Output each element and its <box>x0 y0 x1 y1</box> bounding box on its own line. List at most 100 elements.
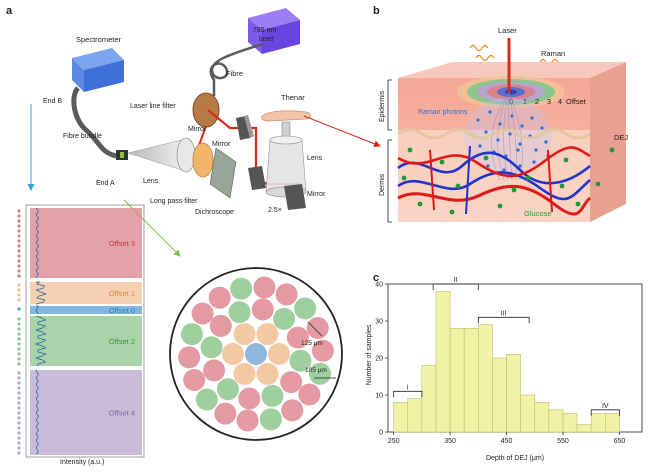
raman-label: Raman <box>541 49 565 58</box>
mirror-label-2: Mirror <box>212 141 231 148</box>
spectrum-fibre-dot <box>17 332 21 336</box>
spectrum-fibre-dot <box>17 441 21 445</box>
spectrum-fibre-dot <box>17 362 21 366</box>
raman-photon <box>502 168 506 172</box>
spectrum-fibre-dot <box>17 219 21 223</box>
dim-label-2: 105 μm <box>305 367 327 374</box>
skin-side <box>590 62 626 222</box>
histogram-xlabel: Depth of DEJ (μm) <box>486 455 544 462</box>
spectrum-xlabel: Intensity (a.u.) <box>60 459 104 466</box>
histogram-bar-7 <box>492 357 507 433</box>
fibre-core <box>233 323 256 346</box>
glucose-dot <box>609 147 615 153</box>
arrow-to-skin <box>303 115 381 148</box>
spectrum-band-1 <box>30 282 142 304</box>
spectrometer-label: Spectrometer <box>76 35 122 44</box>
panel-a-label: a <box>6 5 13 17</box>
lens-label-right: Lens <box>307 155 323 162</box>
lens-label-left: Lens <box>143 178 159 185</box>
glucose-dot <box>525 175 531 181</box>
spectrum-band-3 <box>30 316 142 366</box>
photon-path <box>497 91 510 181</box>
x-tick-label: 350 <box>444 438 456 445</box>
epidermis-bracket <box>387 79 392 131</box>
spectrum-fibre-dot <box>17 416 21 420</box>
collection-cone <box>126 139 183 171</box>
spectrum-fibre-dot <box>17 401 21 405</box>
histogram-bar-11 <box>548 409 564 433</box>
laser-wavelength-label: 785 nm <box>253 27 277 34</box>
offset-number-4: 4 <box>558 97 562 106</box>
fibre-core <box>256 323 279 346</box>
glucose-dot <box>401 175 407 181</box>
fibre-core <box>178 346 201 369</box>
raman-photon <box>530 116 534 120</box>
offset-rings <box>457 76 565 108</box>
offset-label: Offset <box>566 97 587 106</box>
raman-photon <box>544 140 548 144</box>
fibre-core <box>273 307 296 330</box>
spectrum-fibre-dots <box>17 209 21 455</box>
x-tick-label: 650 <box>614 438 626 445</box>
raman-photon <box>534 148 538 152</box>
fibre-core <box>208 286 231 309</box>
histogram-bar-15 <box>605 413 620 433</box>
bundle-fibres <box>178 276 334 432</box>
raman-photon <box>518 164 522 168</box>
offset-number-1: 1 <box>523 97 527 106</box>
fibre-core <box>280 371 303 394</box>
group-bracket-I <box>393 390 423 398</box>
histogram-bar-12 <box>562 413 578 433</box>
fibre-core <box>216 378 239 401</box>
fibre-core <box>238 387 261 410</box>
laser-source <box>248 8 300 54</box>
long-pass-filter-label: Long pass filter <box>150 198 198 205</box>
spectrum-band-0 <box>30 208 142 278</box>
spectrum-fibre-dot <box>17 391 21 395</box>
raman-photon <box>476 118 480 122</box>
spectrum-fibre-dot <box>17 342 21 346</box>
collection-lens <box>176 137 196 173</box>
spectrum-fibre-dot <box>17 406 21 410</box>
mirror-label-1: Mirror <box>188 126 207 133</box>
long-pass-filter <box>192 142 214 178</box>
glucose-dot <box>483 155 489 161</box>
spectrum-fibre-dot <box>17 254 21 258</box>
spectrum-fibre-dot <box>17 307 21 311</box>
blood-vessels <box>397 145 592 216</box>
fibre-core <box>306 317 329 340</box>
end-b-label: End B <box>43 98 62 105</box>
histogram-bar-6 <box>478 324 493 433</box>
raman-photon <box>484 130 488 134</box>
fibre-core <box>294 297 317 320</box>
spectrum-fibre-dot <box>17 229 21 233</box>
glucose-dot <box>449 209 455 215</box>
fibre-core <box>261 384 284 407</box>
glucose-dot <box>559 183 565 189</box>
group-label-I: I <box>407 384 409 391</box>
panel-b-label: b <box>373 5 380 17</box>
histogram-bar-9 <box>520 394 536 433</box>
spectrum-fibre-dot <box>17 293 21 297</box>
fibre-core <box>195 388 218 411</box>
fibre-core <box>275 283 298 306</box>
spectrum-band-label-1: Offset 1 <box>109 289 135 298</box>
fibre-core <box>214 402 237 425</box>
end-a-tip <box>120 152 124 158</box>
spectrum-fibre-dot <box>17 317 21 321</box>
spectrum-band-label-4: Offset 4 <box>109 409 135 418</box>
offset-number-0: 0 <box>509 97 513 106</box>
spectrum-fibre-dot <box>17 269 21 273</box>
spectrum-fibre-dot <box>17 239 21 243</box>
spectrum-fibre-dot <box>17 274 21 278</box>
raman-photon <box>518 142 522 146</box>
spectrum-fibre-dot <box>17 283 21 287</box>
spectrum-fibre-dot <box>17 337 21 341</box>
fibre-bundle-cable <box>71 86 117 159</box>
spectrum-fibre-dot <box>17 288 21 292</box>
spectrum-band-label-0: Offset 3 <box>109 239 135 248</box>
fibre-core <box>191 302 214 325</box>
dim-label-1: 125 μm <box>301 340 323 347</box>
spectrum-fibre-dot <box>17 451 21 455</box>
end-a-label: End A <box>96 180 115 187</box>
